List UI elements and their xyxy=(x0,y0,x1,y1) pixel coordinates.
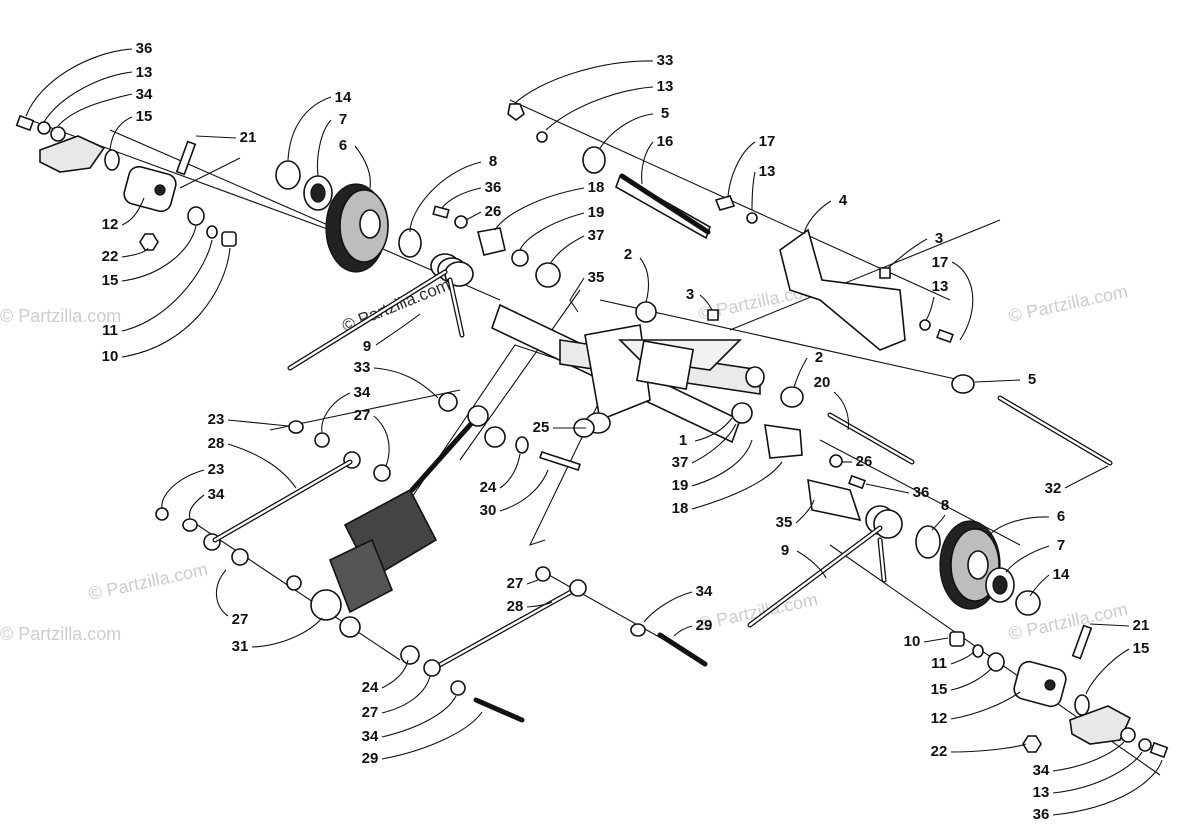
callout-4-top: 4 xyxy=(839,192,848,209)
callout-36-left: 36 xyxy=(136,40,153,57)
assembly-axes xyxy=(29,99,1161,776)
callout-17-right: 17 xyxy=(932,254,949,271)
callout-23-upper: 23 xyxy=(208,411,225,428)
callout-6-left: 6 xyxy=(339,137,347,154)
callout-11-left: 11 xyxy=(102,322,118,339)
watermark-mid: © Partzilla.com xyxy=(697,589,820,634)
callout-5-top: 5 xyxy=(661,105,669,122)
right-center-assembly xyxy=(747,454,941,628)
callout-18-upper: 18 xyxy=(588,179,605,196)
callout-34-right: 34 xyxy=(1033,762,1050,779)
callout-26-right: 26 xyxy=(856,453,873,470)
callout-29-lower: 29 xyxy=(362,750,379,767)
callout-30: 30 xyxy=(480,502,497,519)
callout-20: 20 xyxy=(814,374,831,391)
callout-24-lower: 24 xyxy=(362,679,379,696)
callout-21-right: 21 xyxy=(1133,617,1150,634)
callout-27-shock: 27 xyxy=(232,611,249,628)
callout-31: 31 xyxy=(232,638,249,655)
callout-27-lower-b: 27 xyxy=(362,704,379,721)
callout-15-left: 15 xyxy=(136,108,153,125)
callout-19-right: 19 xyxy=(672,477,689,494)
callout-5-right: 5 xyxy=(1028,371,1036,388)
callout-8-upper: 8 xyxy=(489,153,497,170)
callout-34-lower-right: 34 xyxy=(696,583,713,600)
callout-6-right: 6 xyxy=(1057,508,1065,525)
callout-25: 25 xyxy=(533,419,550,436)
callout-34-lower-b: 34 xyxy=(362,728,379,745)
callout-34-left: 34 xyxy=(136,86,153,103)
lower-link-assembly xyxy=(339,566,708,723)
callout-33-top: 33 xyxy=(657,52,674,69)
callout-14-left: 14 xyxy=(335,89,352,106)
callout-13-right: 13 xyxy=(932,278,949,295)
callout-35-right: 35 xyxy=(776,514,793,531)
callout-10-right: 10 xyxy=(904,633,921,650)
callout-22-left: 22 xyxy=(102,248,119,265)
callout-34-lower: 34 xyxy=(208,486,225,503)
right-wheel-assembly xyxy=(939,520,1041,616)
callout-3-center: 3 xyxy=(686,286,694,303)
callout-9-right: 9 xyxy=(781,542,789,559)
right-rear-assembly xyxy=(949,624,1169,759)
callout-15-right: 15 xyxy=(1133,640,1150,657)
left-torsion-spring xyxy=(287,253,474,371)
shock-absorber xyxy=(310,392,595,621)
callout-13-left: 13 xyxy=(136,64,153,81)
upper-link-assembly xyxy=(155,420,391,591)
callout-36-right-lower: 36 xyxy=(1033,806,1050,823)
callout-28-upper: 28 xyxy=(208,435,225,452)
callout-10-left: 10 xyxy=(102,348,119,365)
callout-18-right: 18 xyxy=(672,500,689,517)
watermark-left: © Partzilla.com xyxy=(0,306,121,326)
callout-12-right: 12 xyxy=(931,710,948,727)
left-wheel-assembly xyxy=(275,160,422,273)
callout-15-right-lower: 15 xyxy=(931,681,948,698)
upper-arm-assembly xyxy=(507,103,1113,466)
callout-29-right: 29 xyxy=(696,617,713,634)
callouts: 36 13 34 15 14 7 6 21 12 22 15 11 10 8 3… xyxy=(25,40,1163,823)
callout-34-link: 34 xyxy=(354,384,371,401)
callout-17-top: 17 xyxy=(759,133,776,150)
callout-9-upper: 9 xyxy=(363,338,371,355)
callout-14-right: 14 xyxy=(1053,566,1070,583)
callout-22-right: 22 xyxy=(931,743,948,760)
right-rod xyxy=(619,173,915,465)
callout-32-right: 32 xyxy=(1045,480,1062,497)
callout-26-upper: 26 xyxy=(485,203,502,220)
callout-7-left: 7 xyxy=(339,111,347,128)
callout-13-top-right: 13 xyxy=(759,163,776,180)
callout-24-upper: 24 xyxy=(480,479,497,496)
center-shaft-assembly xyxy=(491,303,804,459)
callout-13-right-lower: 13 xyxy=(1033,784,1050,801)
callout-36-right: 36 xyxy=(913,484,930,501)
callout-11-right: 11 xyxy=(931,655,947,672)
callout-27-lower-a: 27 xyxy=(507,575,524,592)
callout-36-upper: 36 xyxy=(485,179,502,196)
callout-3-right: 3 xyxy=(935,230,943,247)
callout-1: 1 xyxy=(679,432,687,449)
watermark-mid-left: © Partzilla.com xyxy=(87,559,210,604)
callout-35-upper: 35 xyxy=(588,269,605,286)
callout-7-right: 7 xyxy=(1057,537,1065,554)
callout-2-right: 2 xyxy=(815,349,823,366)
callout-28-lower: 28 xyxy=(507,598,524,615)
callout-23-lower: 23 xyxy=(208,461,225,478)
upper-center-parts xyxy=(432,205,891,323)
callout-16-top: 16 xyxy=(657,133,674,150)
watermark-left-lower: © Partzilla.com xyxy=(0,624,121,644)
callout-19-upper: 19 xyxy=(588,204,605,221)
callout-37-right: 37 xyxy=(672,454,689,471)
callout-15-left-lower: 15 xyxy=(102,272,119,289)
callout-13-top: 13 xyxy=(657,78,674,95)
callout-33-link: 33 xyxy=(354,359,371,376)
callout-37-upper: 37 xyxy=(588,227,605,244)
watermark-right: © Partzilla.com xyxy=(1007,281,1130,326)
callout-2-upper: 2 xyxy=(624,246,632,263)
callout-27-link: 27 xyxy=(354,407,371,424)
callout-8-right: 8 xyxy=(941,497,949,514)
callout-21-left: 21 xyxy=(240,129,257,146)
callout-12-left: 12 xyxy=(102,216,119,233)
